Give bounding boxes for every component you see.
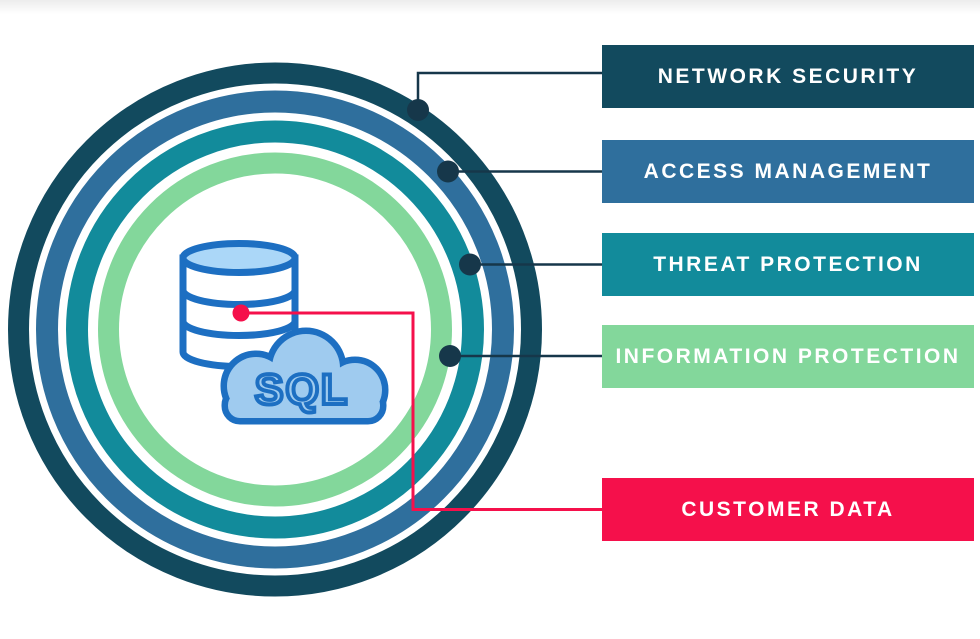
threat-protection-label-box: THREAT PROTECTION bbox=[602, 233, 974, 296]
information-protection-ring bbox=[98, 152, 452, 507]
network-security-label-box: NETWORK SECURITY bbox=[602, 45, 974, 108]
information-protection-label-box: INFORMATION PROTECTION bbox=[602, 325, 974, 388]
database-cylinder-top bbox=[179, 240, 299, 276]
cloud-bump bbox=[272, 334, 340, 402]
threat-protection-ring bbox=[66, 120, 484, 539]
sql-database-icon: SQL bbox=[179, 240, 389, 425]
threat-protection-label: THREAT PROTECTION bbox=[653, 252, 923, 276]
customer-data-dot bbox=[232, 304, 250, 322]
database-divider-arc bbox=[179, 289, 299, 308]
cloud-fill bbox=[227, 334, 382, 418]
information-protection-label: INFORMATION PROTECTION bbox=[615, 344, 961, 368]
connector-dots bbox=[407, 99, 481, 367]
network-security-label: NETWORK SECURITY bbox=[657, 64, 919, 88]
network-security-connector bbox=[416, 71, 602, 110]
network-security-dot bbox=[407, 99, 429, 121]
customer-data-connector bbox=[232, 304, 602, 511]
security-rings bbox=[8, 62, 542, 597]
connector-lines bbox=[416, 71, 602, 358]
network-security-ring bbox=[8, 62, 542, 597]
customer-data-line bbox=[241, 311, 602, 511]
database-divider-arc bbox=[179, 320, 299, 339]
information-protection-dot bbox=[439, 345, 461, 367]
access-management-label-box: ACCESS MANAGEMENT bbox=[602, 140, 974, 203]
cloud-base bbox=[228, 393, 380, 418]
customer-data-label-box: CUSTOMER DATA bbox=[602, 478, 974, 541]
access-management-ring bbox=[36, 90, 514, 569]
customer-data-label: CUSTOMER DATA bbox=[681, 497, 895, 521]
threat-protection-dot bbox=[459, 253, 481, 276]
sql-label: SQL bbox=[255, 366, 349, 414]
access-management-dot bbox=[437, 160, 459, 183]
access-management-label: ACCESS MANAGEMENT bbox=[643, 159, 933, 183]
